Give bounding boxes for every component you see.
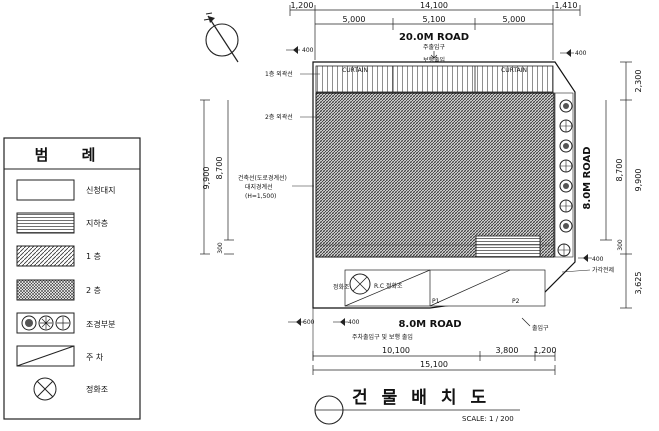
legend-panel: 범 례 신청대지 지하층 1 층 2 층 조경부분 주 차 bbox=[3, 137, 141, 420]
road-top-label: 20.0M ROAD bbox=[399, 32, 469, 43]
legend-swatch-site bbox=[16, 179, 75, 201]
level-marker-bottom-left bbox=[288, 318, 304, 326]
dim-right-inner: 8,700 bbox=[615, 159, 624, 182]
right-dimensions bbox=[600, 61, 632, 309]
gate-arrow-icon bbox=[430, 51, 438, 59]
septic-tank-icon bbox=[349, 273, 371, 295]
legend-label-parking: 주 차 bbox=[86, 353, 104, 362]
drawing-title: 건물배치도 bbox=[352, 388, 500, 408]
dim-top-seg1: 5,000 bbox=[343, 15, 366, 24]
building-stair-core bbox=[475, 235, 541, 258]
note-setback-3: (H=1,500) bbox=[245, 193, 276, 200]
title-marker-icon bbox=[314, 395, 520, 425]
building-footprint bbox=[315, 92, 555, 258]
note-curtain-right: CURTAIN bbox=[501, 67, 527, 74]
level-bottom-mid: 400 bbox=[348, 319, 360, 326]
dim-top-total: 14,100 bbox=[420, 1, 448, 10]
note-entrance: 출입구 bbox=[532, 324, 549, 332]
note-top-gate: 주출입구 bbox=[423, 43, 446, 51]
note-first-floor-outline: 1층 외곽선 bbox=[265, 70, 293, 78]
note-curtain-left: CURTAIN bbox=[342, 67, 368, 74]
road-bottom-label: 8.0M ROAD bbox=[398, 319, 461, 330]
dim-right-top: 2,300 bbox=[634, 70, 643, 93]
parking-area bbox=[344, 269, 546, 307]
level-top-right: 400 bbox=[575, 50, 587, 57]
parking-label-p2: P2 bbox=[512, 298, 520, 305]
legend-label-basement: 지하층 bbox=[86, 218, 108, 228]
legend-label-landscape: 조경부분 bbox=[86, 319, 115, 329]
legend-swatch-floor1 bbox=[16, 245, 75, 267]
note-top-gate2: 보행출입 bbox=[423, 56, 445, 64]
legend-swatch-septic-icon bbox=[33, 377, 57, 401]
legend-title: 범 례 bbox=[35, 146, 110, 164]
level-marker-bottom-mid bbox=[333, 318, 348, 326]
level-top-left: 400 bbox=[302, 47, 314, 54]
left-dimensions bbox=[200, 99, 234, 255]
dim-bottom-seg1: 10,100 bbox=[382, 346, 410, 355]
legend-swatch-floor2 bbox=[16, 279, 75, 301]
note-second-floor-outline: 2층 외곽선 bbox=[265, 113, 293, 121]
entrance-arrow-icon bbox=[521, 317, 531, 327]
legend-label-floor2: 2 층 bbox=[86, 286, 101, 295]
dim-left-small: 300 bbox=[217, 242, 224, 254]
dim-left-inner: 8,700 bbox=[215, 157, 224, 180]
legend-swatch-basement bbox=[16, 212, 75, 234]
legend-label-septic: 정화조 bbox=[86, 384, 108, 394]
legend-swatch-parking bbox=[16, 345, 75, 367]
drawing-scale: SCALE: 1 / 200 bbox=[462, 415, 514, 423]
level-marker-right bbox=[578, 254, 592, 262]
dim-top-seg2: 5,100 bbox=[423, 15, 446, 24]
note-tank-label: 정화조 bbox=[333, 284, 350, 291]
legend-label-site: 신청대지 bbox=[86, 186, 115, 195]
landscape-strip bbox=[554, 92, 574, 258]
top-dimensions bbox=[289, 5, 581, 60]
dim-top-right: 1,410 bbox=[555, 1, 578, 10]
dim-right-outer: 9,900 bbox=[634, 169, 643, 192]
legend-swatch-landscape bbox=[16, 312, 75, 334]
note-tank-spec: R.C 정화조 bbox=[374, 283, 403, 290]
legend-label-floor1: 1 층 bbox=[86, 252, 101, 261]
note-bottom: 주차출입구 및 보행 출입 bbox=[352, 333, 413, 341]
dim-top-seg3: 5,000 bbox=[503, 15, 526, 24]
level-right-mid: 400 bbox=[592, 256, 604, 263]
note-setback-2: 대지경계선 bbox=[245, 183, 273, 191]
note-setback-1: 건축선(도로경계선) bbox=[238, 174, 287, 182]
parking-label-p1: P1 bbox=[432, 298, 440, 305]
level-bottom-left: 600 bbox=[303, 319, 315, 326]
dim-bottom-total: 15,100 bbox=[420, 360, 448, 369]
dim-right-bottom: 3,625 bbox=[634, 272, 643, 295]
north-arrow-icon bbox=[203, 12, 239, 63]
bottom-dimensions bbox=[312, 351, 556, 375]
dim-top-left: 1,200 bbox=[291, 1, 314, 10]
curtain-band bbox=[315, 65, 554, 93]
dim-left-outer: 9,900 bbox=[202, 167, 211, 190]
note-corner: 가각전제 bbox=[592, 266, 614, 274]
dim-bottom-seg2: 3,800 bbox=[496, 346, 519, 355]
road-right-label: 8.0M ROAD bbox=[582, 146, 593, 209]
dim-bottom-seg3: 1,200 bbox=[534, 346, 557, 355]
dim-right-small: 300 bbox=[617, 239, 624, 251]
level-marker-top-left bbox=[286, 46, 300, 54]
level-marker-top-right bbox=[560, 49, 574, 57]
